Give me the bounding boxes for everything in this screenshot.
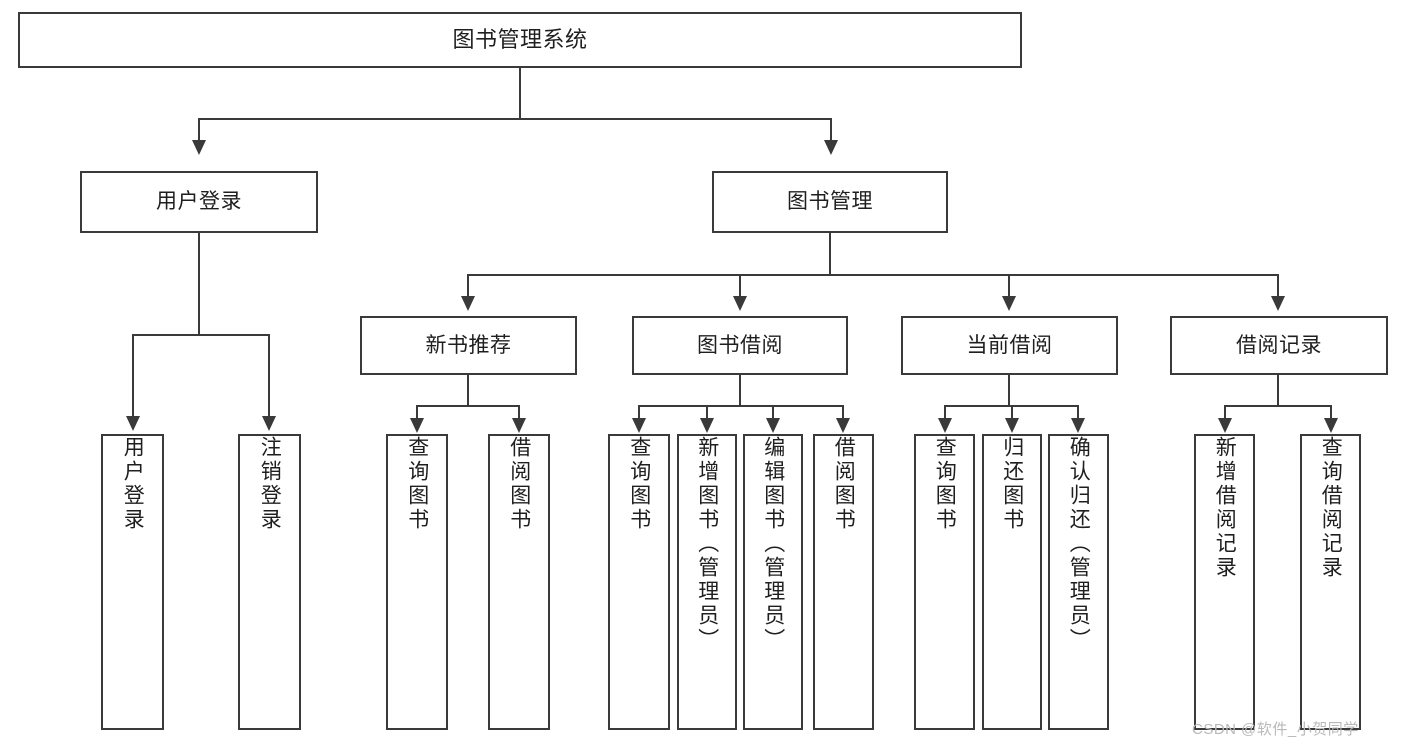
csdn-watermark: CSDN @软件_小贺同学 xyxy=(1192,721,1359,738)
node-leaf-return-book[interactable]: 归还图书 xyxy=(982,434,1042,730)
arrow-root-to-book-management xyxy=(824,140,838,155)
node-leaf-borrow-book-2-label: 借阅图书 xyxy=(832,436,856,532)
arrow-to-leaf-return-book xyxy=(1005,418,1019,433)
connector-br-drop-2 xyxy=(1330,405,1332,419)
arrow-to-leaf-borrow-book-1 xyxy=(512,418,526,433)
connector-user-login-stem xyxy=(198,233,200,335)
connector-nbr-stem xyxy=(467,375,469,407)
node-root-label: 图书管理系统 xyxy=(452,26,588,52)
arrow-to-leaf-query-book-2 xyxy=(632,418,646,433)
connector-book-management-bar xyxy=(467,274,1279,276)
arrow-to-leaf-confirm-return xyxy=(1071,418,1085,433)
node-leaf-logout-login[interactable]: 注销登录 xyxy=(238,434,301,730)
node-user-login[interactable]: 用户登录 xyxy=(80,171,318,233)
arrow-to-current-borrow xyxy=(1002,296,1016,311)
node-book-borrow-label: 图书借阅 xyxy=(697,333,783,357)
arrow-to-leaf-borrow-book-2 xyxy=(836,418,850,433)
node-leaf-confirm-return-label: 确认归还（管理员） xyxy=(1067,436,1091,652)
node-leaf-query-book-1[interactable]: 查询图书 xyxy=(386,434,448,730)
connector-br-stem xyxy=(1277,375,1279,407)
node-leaf-add-book-label: 新增图书（管理员） xyxy=(695,436,719,652)
connector-bm-drop-1 xyxy=(467,274,469,298)
node-leaf-query-book-2-label: 查询图书 xyxy=(627,436,651,532)
node-leaf-edit-book-label: 编辑图书（管理员） xyxy=(761,436,785,652)
connector-cb-drop-2 xyxy=(1011,405,1013,419)
connector-root-stem xyxy=(519,68,521,120)
node-leaf-add-record-label: 新增借阅记录 xyxy=(1213,436,1237,580)
node-borrow-record[interactable]: 借阅记录 xyxy=(1170,316,1388,375)
arrow-to-leaf-query-book-3 xyxy=(938,418,952,433)
node-leaf-user-login[interactable]: 用户登录 xyxy=(101,434,164,730)
node-leaf-add-book[interactable]: 新增图书（管理员） xyxy=(677,434,737,730)
connector-cb-drop-1 xyxy=(944,405,946,419)
node-leaf-query-record[interactable]: 查询借阅记录 xyxy=(1300,434,1361,730)
node-leaf-logout-login-label: 注销登录 xyxy=(258,436,282,532)
connector-cb-drop-3 xyxy=(1077,405,1079,419)
connector-br-drop-1 xyxy=(1224,405,1226,419)
connector-user-login-drop-2 xyxy=(268,334,270,418)
node-book-borrow[interactable]: 图书借阅 xyxy=(632,316,848,375)
node-leaf-borrow-book-1[interactable]: 借阅图书 xyxy=(488,434,550,730)
node-leaf-return-book-label: 归还图书 xyxy=(1000,436,1024,532)
node-leaf-borrow-book-1-label: 借阅图书 xyxy=(507,436,531,532)
node-leaf-query-record-label: 查询借阅记录 xyxy=(1319,436,1343,580)
node-leaf-query-book-3-label: 查询图书 xyxy=(933,436,957,532)
connector-bb-stem xyxy=(739,375,741,407)
arrow-to-leaf-query-book-1 xyxy=(410,418,424,433)
connector-nbr-drop-1 xyxy=(416,405,418,419)
connector-nbr-bar xyxy=(416,405,520,407)
arrow-to-leaf-query-record xyxy=(1324,418,1338,433)
arrow-to-leaf-user-login xyxy=(126,416,140,431)
node-leaf-add-record[interactable]: 新增借阅记录 xyxy=(1194,434,1255,730)
arrow-root-to-user-login xyxy=(192,140,206,155)
node-leaf-query-book-1-label: 查询图书 xyxy=(405,436,429,532)
node-book-management[interactable]: 图书管理 xyxy=(712,171,948,233)
arrow-to-borrow-record xyxy=(1271,296,1285,311)
node-leaf-borrow-book-2[interactable]: 借阅图书 xyxy=(813,434,874,730)
connector-bb-bar xyxy=(638,405,844,407)
connector-bm-drop-3 xyxy=(1008,274,1010,298)
arrow-to-leaf-logout-login xyxy=(262,416,276,431)
node-root[interactable]: 图书管理系统 xyxy=(18,12,1022,68)
node-current-borrow[interactable]: 当前借阅 xyxy=(901,316,1118,375)
connector-user-login-bar xyxy=(132,334,270,336)
node-leaf-edit-book[interactable]: 编辑图书（管理员） xyxy=(743,434,803,730)
connector-bm-drop-2 xyxy=(739,274,741,298)
node-leaf-query-book-3[interactable]: 查询图书 xyxy=(914,434,975,730)
arrow-to-leaf-edit-book xyxy=(766,418,780,433)
connector-root-to-user-login xyxy=(198,118,200,142)
connector-root-bar xyxy=(198,118,832,120)
connector-br-bar xyxy=(1224,405,1332,407)
node-borrow-record-label: 借阅记录 xyxy=(1236,333,1322,357)
node-new-book-recommend-label: 新书推荐 xyxy=(425,333,512,357)
connector-bb-drop-3 xyxy=(772,405,774,419)
connector-bb-drop-2 xyxy=(706,405,708,419)
connector-bb-drop-4 xyxy=(842,405,844,419)
node-new-book-recommend[interactable]: 新书推荐 xyxy=(360,316,577,375)
node-leaf-confirm-return[interactable]: 确认归还（管理员） xyxy=(1048,434,1109,730)
connector-bm-drop-4 xyxy=(1277,274,1279,298)
arrow-to-leaf-add-book xyxy=(700,418,714,433)
node-user-login-label: 用户登录 xyxy=(156,190,242,214)
arrow-to-book-borrow xyxy=(733,296,747,311)
arrow-to-leaf-add-record xyxy=(1218,418,1232,433)
connector-bb-drop-1 xyxy=(638,405,640,419)
connector-root-to-book-management xyxy=(830,118,832,142)
connector-book-management-stem xyxy=(829,233,831,275)
node-book-management-label: 图书管理 xyxy=(787,190,873,214)
node-leaf-user-login-label: 用户登录 xyxy=(121,436,145,532)
arrow-to-new-book-recommend xyxy=(461,296,475,311)
node-leaf-query-book-2[interactable]: 查询图书 xyxy=(608,434,670,730)
connector-cb-stem xyxy=(1008,375,1010,407)
connector-user-login-drop-1 xyxy=(132,334,134,418)
node-current-borrow-label: 当前借阅 xyxy=(966,333,1053,357)
connector-nbr-drop-2 xyxy=(518,405,520,419)
